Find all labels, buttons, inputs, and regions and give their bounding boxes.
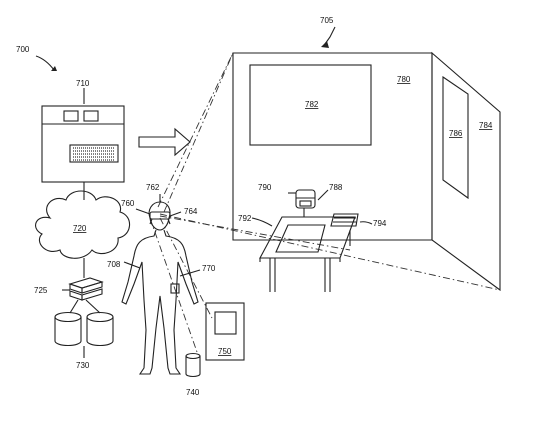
controller-770 [170, 283, 180, 294]
ref-710: 710 [76, 79, 90, 88]
leader-770 [179, 269, 201, 277]
hollow-arrow [138, 127, 191, 157]
leader-708 [123, 261, 141, 269]
keyboard-794 [330, 213, 359, 227]
server-panel [69, 144, 119, 163]
room [232, 26, 501, 292]
ref-792: 792 [238, 214, 252, 223]
ref-725: 725 [34, 286, 48, 295]
tablet-792 [275, 224, 326, 253]
ref-764: 764 [184, 207, 198, 216]
user-figure [121, 194, 201, 375]
ref-794: 794 [373, 219, 387, 228]
device-750 [205, 302, 245, 361]
ref-790: 790 [258, 183, 272, 192]
leader-760 [135, 208, 151, 215]
ref-730: 730 [76, 361, 90, 370]
ref-750: 750 [218, 347, 232, 356]
server [41, 88, 125, 200]
leader-788 [317, 189, 329, 201]
databases [54, 311, 114, 358]
view-frustum [149, 52, 501, 353]
ref-784: 784 [479, 121, 493, 130]
leader-700 [35, 55, 55, 71]
phone-790 [295, 189, 316, 209]
cup-740 [185, 352, 201, 360]
cup [185, 352, 201, 378]
leader-705 [324, 26, 336, 45]
storage-node [62, 277, 104, 314]
ref-782: 782 [305, 100, 319, 109]
network-cloud [35, 190, 131, 278]
user-body [121, 229, 199, 375]
ref-705: 705 [320, 16, 334, 25]
arrow-700 [51, 66, 57, 71]
cloud-720 [35, 190, 131, 259]
server-710 [41, 105, 125, 183]
ref-770: 770 [202, 264, 216, 273]
database-cylinder [86, 311, 114, 323]
leader-794 [359, 221, 373, 225]
ref-708: 708 [107, 260, 121, 269]
device-screen [214, 311, 237, 335]
table [251, 189, 373, 292]
ref-780: 780 [397, 75, 411, 84]
ref-760: 760 [121, 199, 135, 208]
ref-762: 762 [146, 183, 160, 192]
leader-792 [251, 217, 273, 227]
leader-764 [169, 211, 182, 217]
user-device [205, 302, 245, 361]
user-head [148, 201, 171, 231]
hmd-760 [149, 211, 171, 220]
ref-720: 720 [73, 224, 87, 233]
ref-788: 788 [329, 183, 343, 192]
ref-700: 700 [16, 45, 30, 54]
ref-740: 740 [186, 388, 200, 397]
wall-display-782 [249, 64, 372, 146]
arrow-705 [321, 41, 329, 48]
room-side-wall [431, 51, 501, 292]
database-cylinder [54, 311, 82, 323]
ref-786: 786 [449, 129, 463, 138]
side-window-786 [442, 75, 469, 200]
